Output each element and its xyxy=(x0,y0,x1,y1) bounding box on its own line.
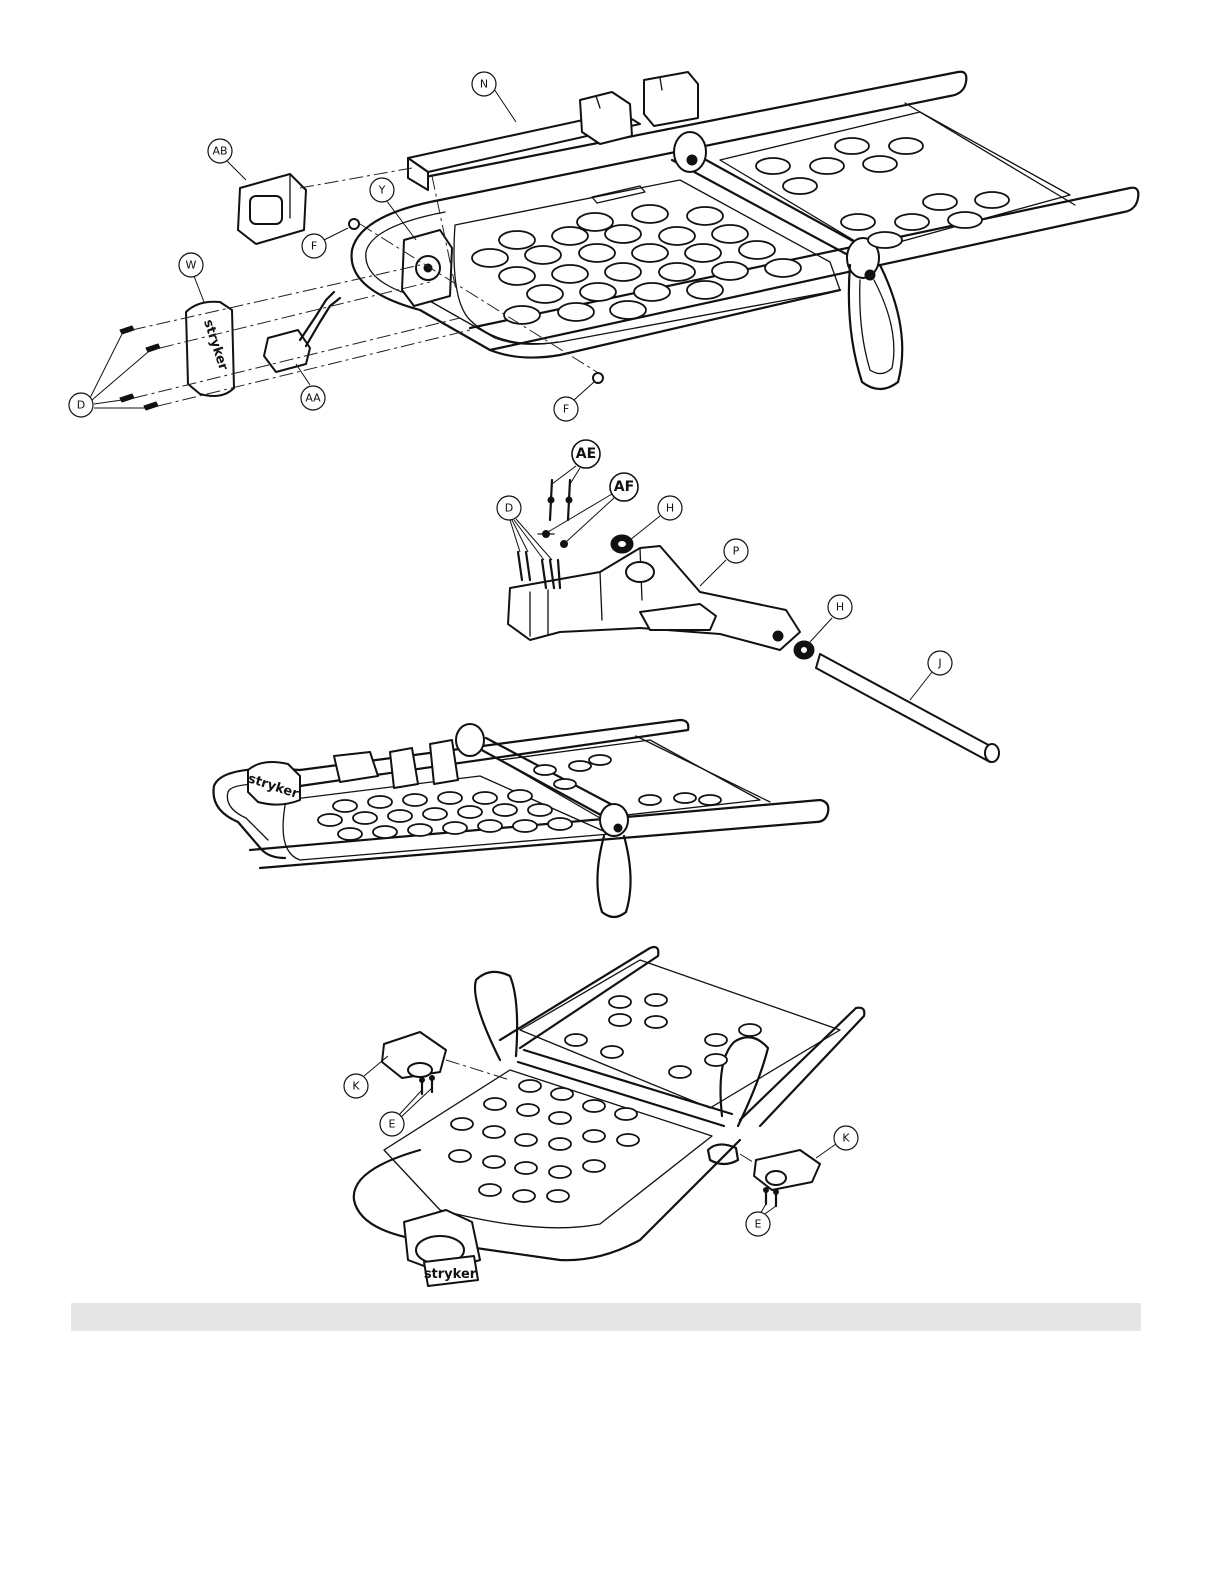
callout-af: AF xyxy=(548,473,638,542)
svg-text:K: K xyxy=(352,1080,360,1093)
folded-deck-rear xyxy=(520,960,840,1108)
hinge-knuckle-rear-pin xyxy=(687,155,697,165)
callout-j: J xyxy=(910,651,952,700)
callout-k-right: K xyxy=(816,1126,858,1158)
folded-strap-left xyxy=(475,972,517,1060)
fastener-f-upper xyxy=(349,219,359,229)
deck-holes-rear xyxy=(756,138,1009,248)
part-p-bracket xyxy=(508,546,800,650)
svg-text:D: D xyxy=(505,502,513,515)
callout-e-left: E xyxy=(380,1088,432,1136)
view-exploded-frame: stryker xyxy=(120,72,1138,410)
svg-text:F: F xyxy=(563,403,569,416)
footer-band xyxy=(71,1303,1141,1331)
view-pivot-bracket xyxy=(508,480,999,762)
assembled-knuckle-rear xyxy=(456,724,484,756)
callout-d-top: D xyxy=(69,334,148,417)
svg-text:E: E xyxy=(389,1118,396,1131)
callout-w: W xyxy=(179,253,204,302)
folded-holes-front xyxy=(449,1080,639,1202)
screws-e-left xyxy=(420,1076,435,1095)
assembled-brackets xyxy=(334,740,458,788)
svg-text:W: W xyxy=(186,259,197,272)
deck-rear-rod xyxy=(905,103,1075,205)
svg-text:E: E xyxy=(755,1218,762,1231)
callout-y: Y xyxy=(370,178,416,240)
svg-text:Y: Y xyxy=(378,184,386,197)
callout-n: N xyxy=(472,72,516,122)
svg-text:N: N xyxy=(480,78,488,91)
part-aa-spring xyxy=(300,292,340,346)
svg-text:P: P xyxy=(733,545,740,558)
part-ab-end-cap-window xyxy=(250,196,282,224)
svg-text:K: K xyxy=(842,1132,850,1145)
svg-text:AE: AE xyxy=(576,446,596,462)
carry-strap-inner xyxy=(860,280,894,374)
rivets-af xyxy=(538,531,568,548)
fasteners-d-top xyxy=(120,326,160,410)
callout-f-lower: F xyxy=(554,382,594,421)
callout-ab: AB xyxy=(208,139,246,180)
view-folded-frame: stryker xyxy=(354,947,865,1286)
part-n-block-1 xyxy=(580,92,632,144)
part-j-shaft xyxy=(816,654,996,762)
svg-text:AA: AA xyxy=(305,392,321,405)
part-n-block-2 xyxy=(644,72,698,126)
svg-text:D: D xyxy=(77,399,85,412)
svg-text:AF: AF xyxy=(614,479,634,495)
svg-text:J: J xyxy=(937,657,941,670)
callout-e-right: E xyxy=(746,1204,776,1236)
svg-text:H: H xyxy=(666,502,674,515)
fastener-f-lower xyxy=(593,373,603,383)
svg-text:H: H xyxy=(836,601,844,614)
view-assembled-frame: stryker xyxy=(214,720,829,917)
svg-text:F: F xyxy=(311,240,317,253)
callout-d-middle: D xyxy=(497,496,552,560)
assembled-holes xyxy=(318,755,721,840)
assembled-knuckle-front xyxy=(600,804,628,836)
callout-ae: AE xyxy=(552,440,600,484)
brand-mark-bottom: stryker xyxy=(424,1267,477,1282)
folded-holes-rear xyxy=(565,994,761,1078)
callout-h-lower: H xyxy=(810,595,852,642)
part-k-right xyxy=(754,1150,820,1190)
assembled-strap xyxy=(597,836,630,917)
rivets-ae xyxy=(548,480,572,520)
callout-h-upper: H xyxy=(630,496,682,540)
callout-aa: AA xyxy=(296,364,325,410)
hinge-knuckle-rear xyxy=(674,132,706,172)
hinge-knuckle-front-pin xyxy=(865,270,875,280)
callout-p: P xyxy=(700,539,748,586)
callout-f-upper: F xyxy=(302,228,348,258)
svg-text:AB: AB xyxy=(212,145,227,158)
